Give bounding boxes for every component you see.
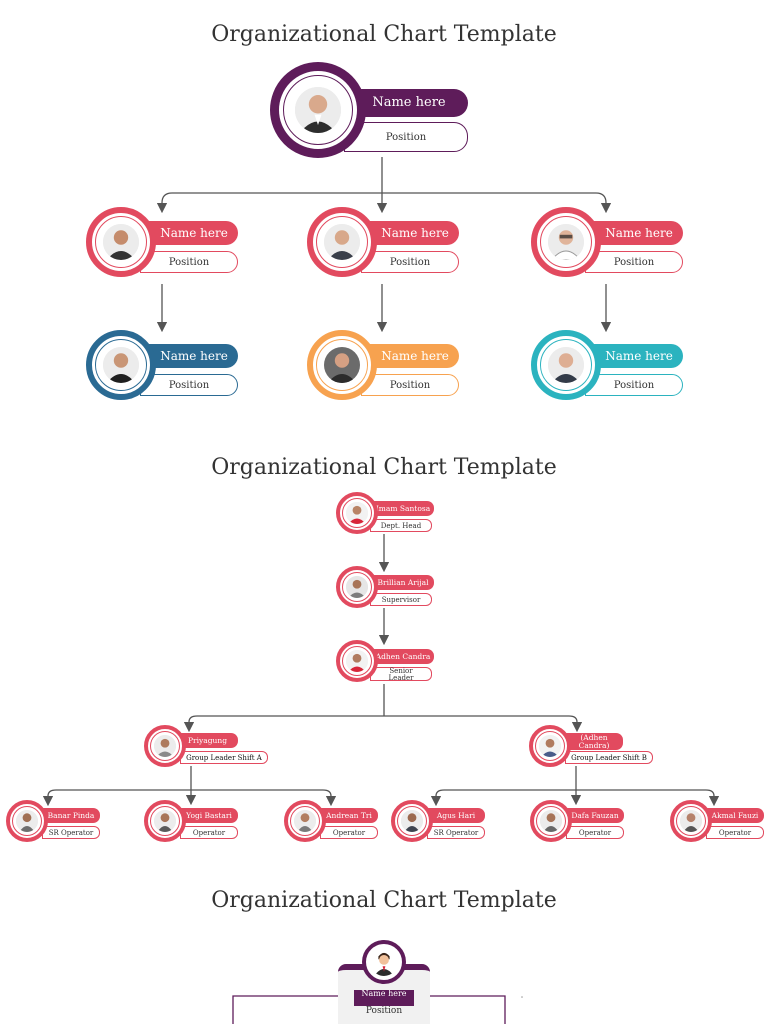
- chart3-title: Organizational Chart Template: [211, 888, 557, 913]
- node-position: Position: [389, 257, 431, 268]
- org-node-member-3[interactable]: Andrean Tri Operator: [284, 800, 380, 842]
- org-node-group-leader-b[interactable]: (Adhen Candra) Group Leader Shift B: [529, 725, 657, 767]
- position-label: Position: [338, 1006, 430, 1016]
- avatar: [680, 810, 702, 832]
- node-position: Position: [385, 132, 427, 143]
- node-position: Position: [168, 257, 210, 268]
- node-name: Agus Hari: [436, 811, 476, 820]
- avatar: [154, 810, 176, 832]
- node-position: SR Operator: [48, 829, 94, 837]
- avatar: [548, 347, 584, 383]
- org-node-member-4[interactable]: Agus Hari SR Operator: [391, 800, 487, 842]
- node-name: (Adhen Candra): [578, 733, 610, 750]
- node-name: Priyagung: [188, 736, 228, 745]
- avatar: [346, 502, 368, 524]
- node-name: Name here: [605, 226, 673, 240]
- node-position: Senior Leader: [388, 667, 414, 682]
- avatar: [346, 576, 368, 598]
- node-name: Name here: [381, 226, 449, 240]
- avatar-ring: [336, 640, 378, 682]
- org-node-level2-3[interactable]: Name here Position: [531, 207, 685, 277]
- node-name: Banar Pinda: [47, 811, 95, 820]
- avatar-ring: [270, 62, 366, 158]
- avatar: [103, 347, 139, 383]
- org-node-dept-head[interactable]: Imam Santosa Dept. Head: [336, 492, 436, 534]
- node-name: Name here: [381, 349, 449, 363]
- avatar: [154, 735, 176, 757]
- node-name: Dafa Fauzan: [571, 811, 619, 820]
- node-position: Group Leader Shift B: [571, 754, 647, 762]
- org-node-member-6[interactable]: Akmal Fauzi Operator: [670, 800, 766, 842]
- avatar: [295, 87, 341, 133]
- node-name: Brillian Arijal: [377, 578, 429, 587]
- avatar: [539, 735, 561, 757]
- node-position: Position: [613, 380, 655, 391]
- node-position: Operator: [192, 829, 226, 837]
- node-name: Name here: [361, 990, 407, 998]
- node-position: Position: [389, 380, 431, 391]
- org-node-level3-1[interactable]: Name here Position: [86, 330, 240, 400]
- node-position: Operator: [332, 829, 366, 837]
- node-name: Andrean Tri: [326, 811, 372, 820]
- chart1-title: Organizational Chart Template: [211, 22, 557, 47]
- node-position: Group Leader Shift A: [186, 754, 262, 762]
- node-position: Dept. Head: [380, 522, 422, 530]
- node-name: Name here: [160, 349, 228, 363]
- avatar-ring: [86, 207, 156, 277]
- org-node-senior-leader[interactable]: Adhen Candra Senior Leader: [336, 640, 436, 684]
- node-name: Name here: [372, 95, 446, 110]
- node-position: Position: [168, 380, 210, 391]
- org-node-member-2[interactable]: Yogi Bastari Operator: [144, 800, 240, 842]
- node-position: Operator: [578, 829, 612, 837]
- org-node-top[interactable]: Name here Position: [270, 62, 470, 158]
- org-node-supervisor[interactable]: Brillian Arijal Supervisor: [336, 566, 436, 608]
- node-position: Supervisor: [381, 596, 421, 604]
- avatar: [294, 810, 316, 832]
- avatar: [324, 224, 360, 260]
- node-position: Position: [365, 1006, 403, 1016]
- org-node-member-5[interactable]: Dafa Fauzan Operator: [530, 800, 626, 842]
- avatar: [370, 948, 398, 976]
- org-node-level3-3[interactable]: Name here Position: [531, 330, 685, 400]
- node-name: Adhen Candra: [375, 652, 431, 661]
- avatar: [401, 810, 423, 832]
- avatar: [16, 810, 38, 832]
- node-name: Akmal Fauzi: [711, 811, 759, 820]
- avatar: [324, 347, 360, 383]
- org-node-group-leader-a[interactable]: Priyagung Group Leader Shift A: [144, 725, 272, 767]
- avatar: [346, 650, 368, 672]
- node-position: SR Operator: [433, 829, 479, 837]
- node-name: Name here: [160, 226, 228, 240]
- org-node-member-1[interactable]: Banar Pinda SR Operator: [6, 800, 102, 842]
- position-box: Position: [344, 122, 468, 152]
- org-node-level2-1[interactable]: Name here Position: [86, 207, 240, 277]
- node-position: Position: [613, 257, 655, 268]
- chart2-title: Organizational Chart Template: [211, 455, 557, 480]
- avatar: [540, 810, 562, 832]
- name-pill: Name here: [354, 990, 414, 1006]
- avatar: [103, 224, 139, 260]
- org-node-top-card[interactable]: Name here Position: [338, 940, 430, 1024]
- avatar: [548, 224, 584, 260]
- node-position: Operator: [718, 829, 752, 837]
- org-node-level3-2[interactable]: Name here Position: [307, 330, 461, 400]
- node-name: Name here: [605, 349, 673, 363]
- node-name: Yogi Bastari: [186, 811, 232, 820]
- org-node-level2-2[interactable]: Name here Position: [307, 207, 461, 277]
- node-name: Imam Santosa: [375, 504, 431, 513]
